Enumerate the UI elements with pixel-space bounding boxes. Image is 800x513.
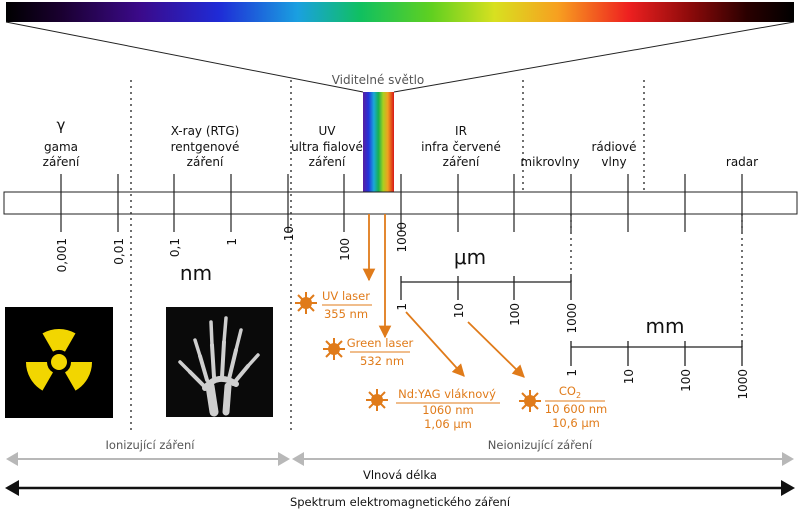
band-radar: radar xyxy=(726,155,758,169)
band-xray: X-ray (RTG) rentgenové záření xyxy=(171,124,240,169)
mm-tick-label: 10 xyxy=(622,369,636,384)
starburst-co2-icon xyxy=(519,390,541,412)
xray-hand-image xyxy=(166,307,273,417)
svg-text:rentgenové: rentgenové xyxy=(171,140,240,154)
svg-text:infra červené: infra červené xyxy=(421,140,501,154)
scale-ticks xyxy=(60,174,743,232)
nm-unit-label: nm xyxy=(180,261,212,285)
svg-text:vlny: vlny xyxy=(601,155,626,169)
spectrum-label: Spektrum elektromagnetického záření xyxy=(290,495,511,509)
mm-tick-labels: 1 10 100 1000 xyxy=(565,369,750,400)
laser-co2-value2: 10,6 μm xyxy=(552,416,600,430)
nm-tick-label: 100 xyxy=(338,238,352,261)
svg-text:ultra fialové: ultra fialové xyxy=(291,140,363,154)
nonionizing-label: Neionizující záření xyxy=(488,438,593,452)
band-ir: IR infra červené záření xyxy=(421,124,501,169)
starburst-uv-laser-icon xyxy=(295,292,317,314)
mm-tick-label: 100 xyxy=(679,369,693,392)
laser-uv: UV laser 355 nm xyxy=(322,289,372,321)
starburst-ndyag-icon xyxy=(366,389,388,411)
nm-tick-label: 10 xyxy=(282,226,296,241)
laser-co2: CO2 10 600 nm 10,6 μm xyxy=(545,384,607,430)
nonionizing-arrow: Neionizující záření xyxy=(292,438,794,466)
svg-text:gama: gama xyxy=(44,140,78,154)
laser-co2-name: CO2 xyxy=(559,384,581,400)
laser-arrows xyxy=(362,214,525,378)
nm-tick-label: 0,001 xyxy=(55,238,69,272)
arrow-ndyag xyxy=(405,311,465,377)
nm-tick-labels: 0,001 0,01 0,1 1 10 100 1000 xyxy=(55,222,409,272)
ionizing-label: Ionizující záření xyxy=(106,438,196,452)
svg-text:IR: IR xyxy=(455,124,467,138)
svg-text:záření: záření xyxy=(309,155,346,169)
wavelength-label: Vlnová délka xyxy=(363,468,437,482)
svg-text:X-ray (RTG): X-ray (RTG) xyxy=(171,124,240,138)
visible-light-band xyxy=(363,92,394,192)
wavelength-arrow: Vlnová délka xyxy=(5,468,795,496)
svg-text:záření: záření xyxy=(43,155,80,169)
um-scale xyxy=(400,276,572,300)
laser-uv-value: 355 nm xyxy=(324,307,368,321)
band-gamma: γ gama záření xyxy=(43,116,80,169)
um-tick-label: 1 xyxy=(395,303,409,311)
laser-ndyag-value1: 1060 nm xyxy=(422,403,473,417)
svg-text:mikrovlny: mikrovlny xyxy=(520,155,579,169)
band-uv: UV ultra fialové záření xyxy=(291,124,363,169)
zoom-line-right xyxy=(393,21,795,93)
mm-unit-label: mm xyxy=(646,314,685,338)
svg-text:radar: radar xyxy=(726,155,758,169)
laser-co2-value1: 10 600 nm xyxy=(545,402,607,416)
svg-text:záření: záření xyxy=(443,155,480,169)
arrow-co2 xyxy=(467,321,525,378)
spectrum-color-bar xyxy=(6,2,794,22)
starburst-green-laser-icon xyxy=(323,338,345,360)
band-radio: rádiové vlny xyxy=(591,140,636,169)
laser-green-value: 532 nm xyxy=(360,354,404,368)
um-tick-label: 10 xyxy=(452,303,466,318)
mm-scale xyxy=(570,341,743,366)
ionizing-arrow: Ionizující záření xyxy=(6,438,290,466)
um-unit-label: μm xyxy=(454,245,486,269)
radiation-hazard-icon xyxy=(5,307,113,418)
mm-tick-label: 1000 xyxy=(736,369,750,400)
svg-text:rádiové: rádiové xyxy=(591,140,636,154)
nm-tick-label: 0,01 xyxy=(112,238,126,265)
laser-green: Green laser 532 nm xyxy=(347,336,414,368)
um-tick-label: 1000 xyxy=(565,303,579,334)
um-tick-labels: 1 10 100 1000 xyxy=(395,303,579,334)
nm-tick-label: 1000 xyxy=(395,222,409,253)
zoom-line-left xyxy=(5,21,364,93)
laser-ndyag: Nd:YAG vláknový 1060 nm 1,06 μm xyxy=(396,387,500,431)
mm-tick-label: 1 xyxy=(565,369,579,377)
laser-uv-name: UV laser xyxy=(322,289,370,303)
laser-ndyag-value2: 1,06 μm xyxy=(424,417,472,431)
nm-tick-label: 1 xyxy=(225,238,239,246)
laser-ndyag-name: Nd:YAG vláknový xyxy=(398,387,496,401)
nm-tick-label: 0,1 xyxy=(168,238,182,257)
svg-text:UV: UV xyxy=(319,124,337,138)
laser-green-name: Green laser xyxy=(347,336,414,350)
svg-text:záření: záření xyxy=(187,155,224,169)
band-microwave: mikrovlny xyxy=(520,155,579,169)
gamma-symbol: γ xyxy=(57,116,66,134)
um-tick-label: 100 xyxy=(508,303,522,326)
visible-light-label: Viditelné světlo xyxy=(332,73,425,87)
